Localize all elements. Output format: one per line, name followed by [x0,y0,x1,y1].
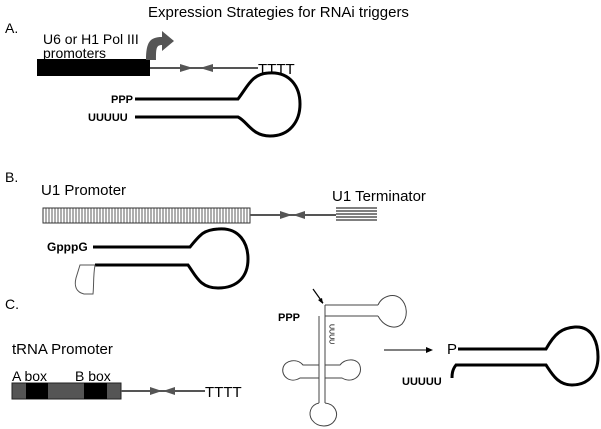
panel-c-antisense-arrow-icon [163,387,175,395]
processing-arrow-icon [426,347,433,353]
panel-b: B. U1 Promoter U1 Terminator GpppG [5,169,426,295]
trna-shrna-cloverleaf [282,295,407,427]
panel-a-terminator: TTTT [258,61,295,78]
trna-uuuu-vertical: UUUU [328,324,335,344]
transcription-start-arrow-icon [146,31,174,60]
panel-a-label: A. [5,20,18,36]
panel-a-promoter-label-line2: promoters [43,45,106,61]
panel-c: C. tRNA Promoter A box B box TTTT [5,288,600,427]
u1-terminator-block [336,207,377,221]
panel-a-antisense-arrow-icon [200,64,213,72]
panel-b-cap-gpppg: GpppG [47,240,88,254]
panel-a-five-prime-ppp: PPP [111,94,133,106]
panel-b-promoter-label: U1 Promoter [41,182,126,199]
panel-a-promoter-label-line1: U6 or H1 Pol III [43,31,139,47]
product-five-prime-p: P [447,341,457,358]
b-box [84,383,107,399]
processed-shrna-hairpin [450,325,600,387]
panel-b-label: B. [5,169,18,185]
panel-a: A. U6 or H1 Pol III promoters TTTT PPP U… [5,20,302,138]
panel-c-label: C. [5,296,19,312]
panel-c-promoter-label: tRNA Promoter [12,341,113,358]
panel-a-three-prime-uuuuu: UUUUU [88,112,128,124]
panel-b-sense-arrow-icon [280,211,292,219]
panel-a-sense-arrow-icon [180,64,193,72]
u1-promoter-block [42,207,251,224]
panel-c-sense-arrow-icon [150,387,162,395]
figure-title: Expression Strategies for RNAi triggers [148,4,409,21]
panel-b-terminator-label: U1 Terminator [332,188,426,205]
cleavage-arrowhead-icon [318,298,323,304]
panel-c-terminator: TTTT [205,384,242,401]
panel-a-shrna-hairpin [135,71,302,138]
trna-five-prime-ppp: PPP [278,312,300,324]
a-box [26,383,48,399]
panel-b-three-prime-tail [74,264,96,295]
a-box-label: A box [12,368,47,384]
b-box-label: B box [75,368,111,384]
product-three-prime-uuuuu: UUUUU [402,376,442,388]
panel-b-shrna-hairpin [93,227,250,290]
pol3-promoter-block [37,59,150,76]
panel-b-antisense-arrow-icon [293,211,305,219]
